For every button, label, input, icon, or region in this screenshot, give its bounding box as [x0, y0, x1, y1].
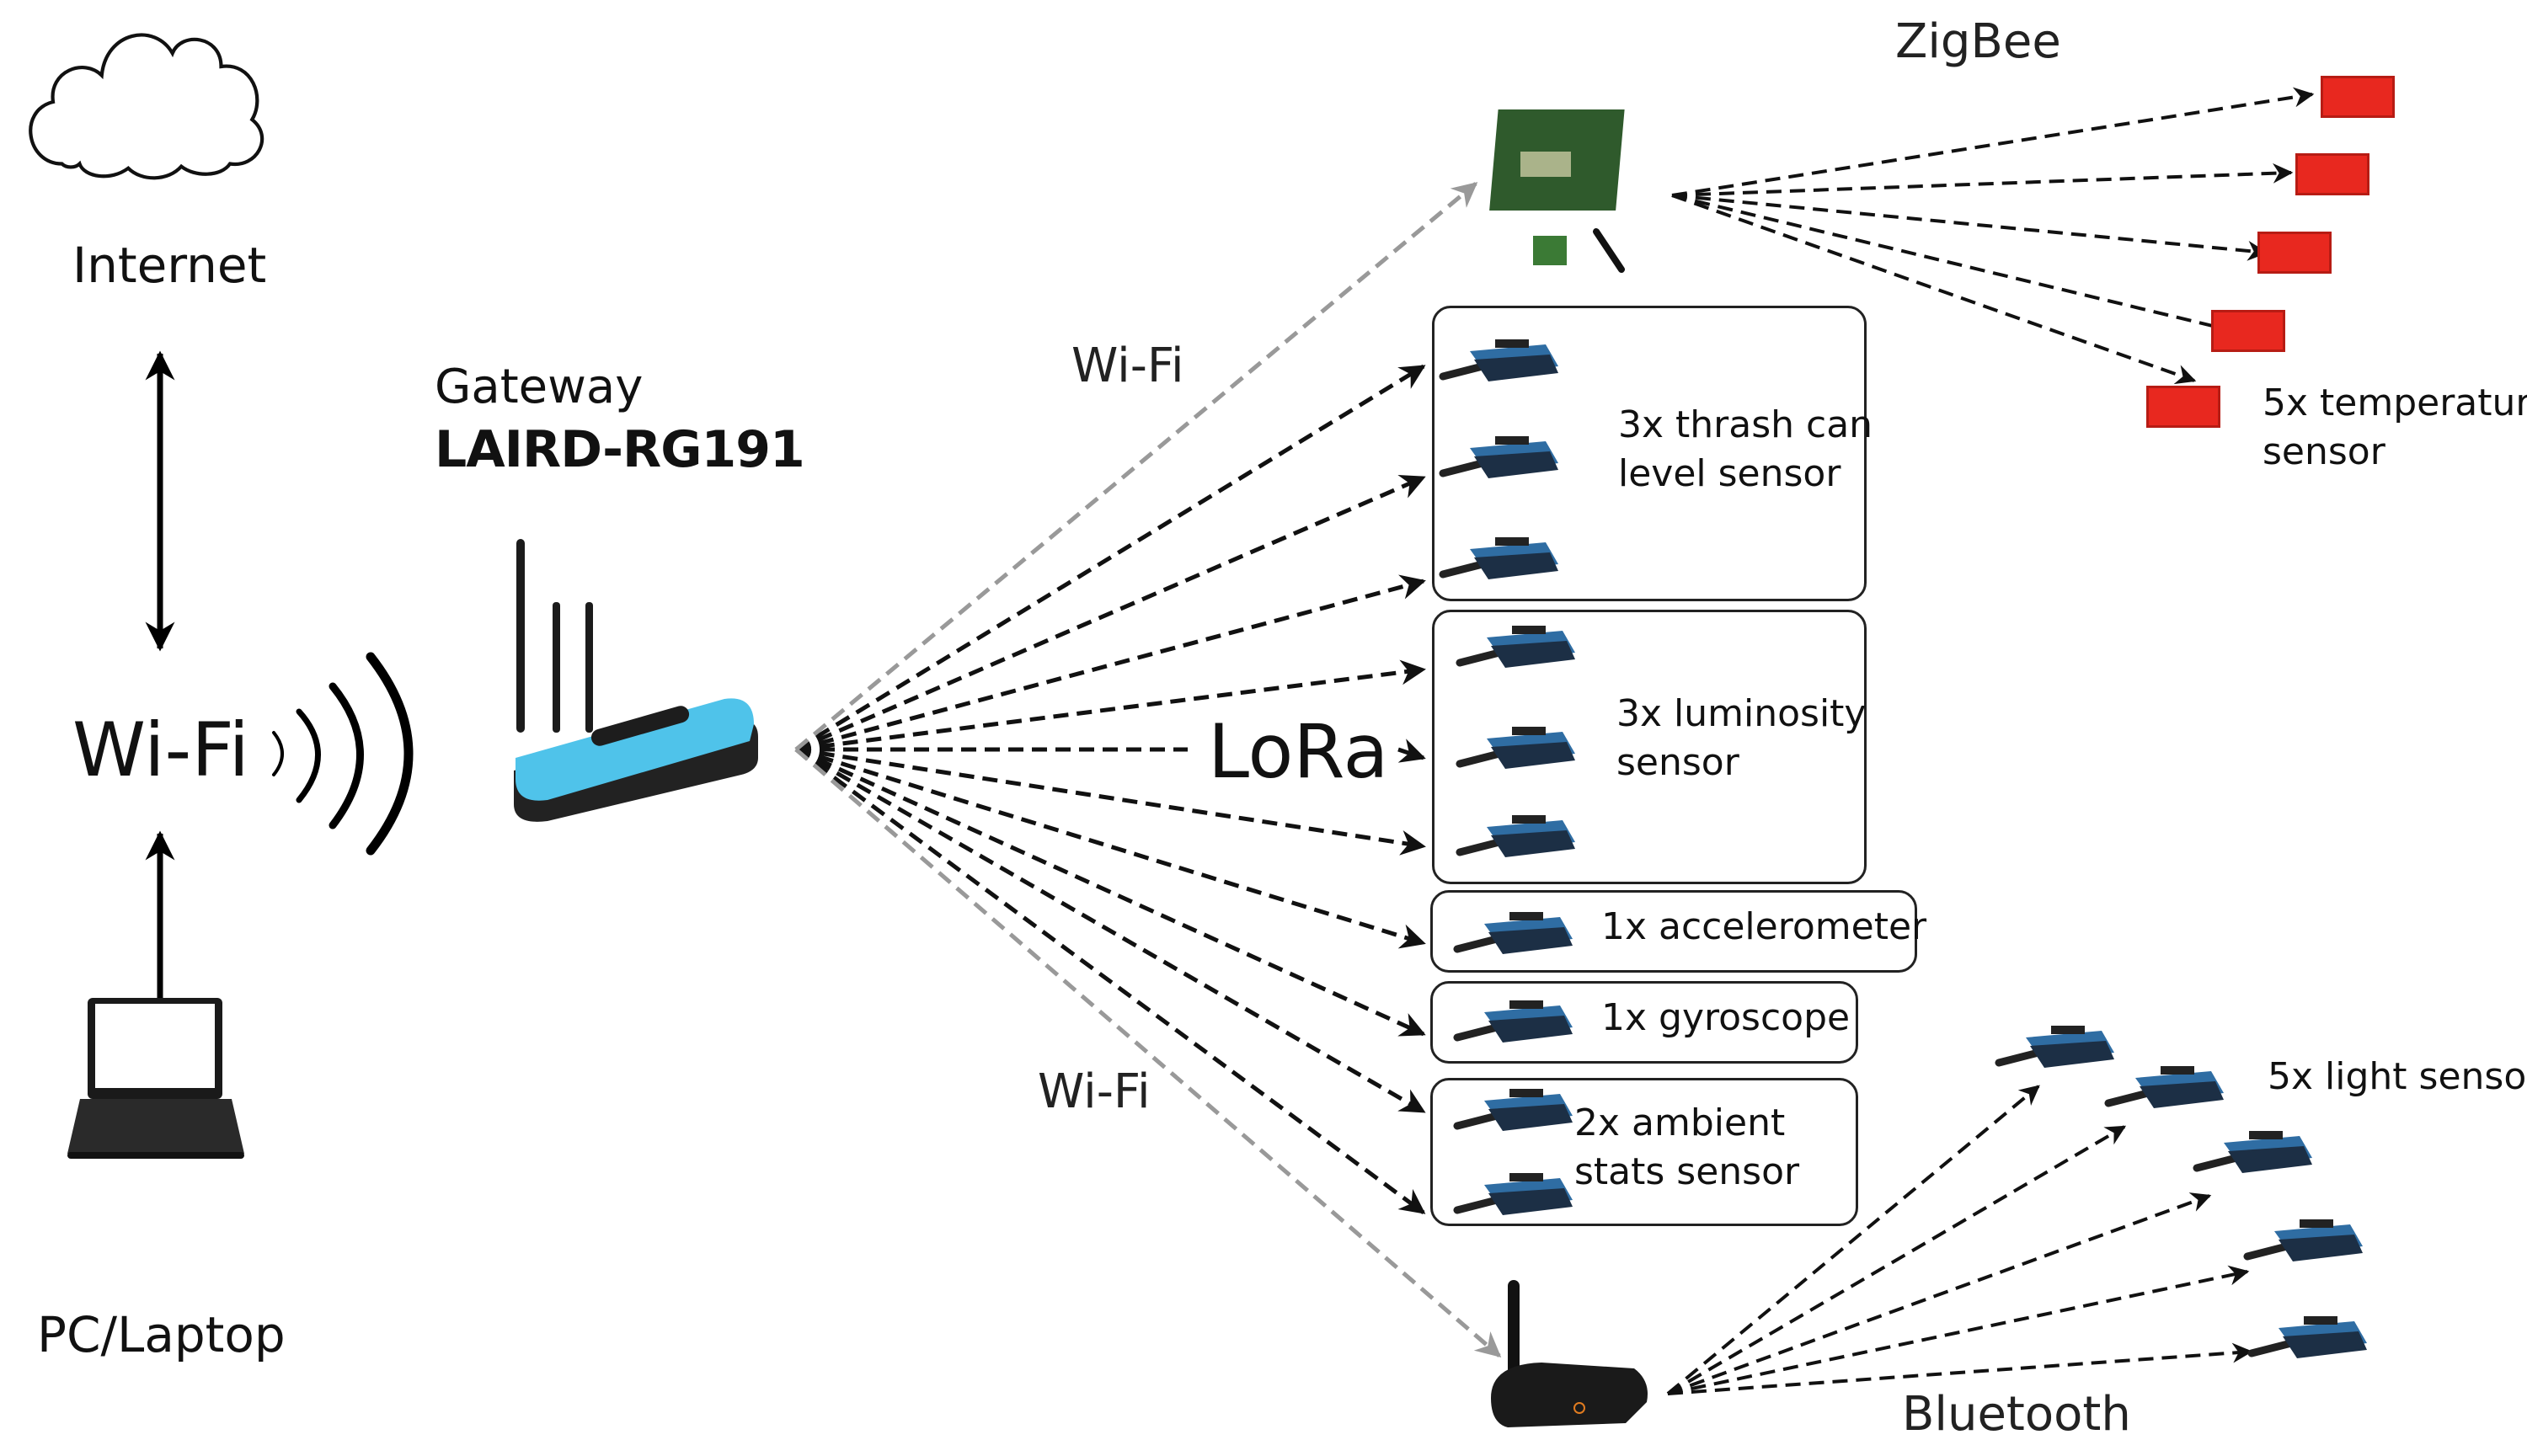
wifi-link-zigbee — [794, 182, 1478, 751]
cloud-icon — [29, 33, 264, 180]
lora-sensor-board-icon — [1436, 531, 1563, 589]
lora-sensor-board-icon — [1436, 333, 1563, 392]
bluetooth-light-sensor-icon — [2190, 1124, 2316, 1183]
lora-link — [795, 574, 1426, 752]
bluetooth-link — [1667, 1192, 2212, 1395]
lora-link-label: LoRa — [1203, 709, 1394, 794]
sensor-group-label-line2: level sensor — [1618, 452, 1841, 495]
bluetooth-label: Bluetooth — [1902, 1387, 2131, 1442]
generated-links — [794, 87, 2315, 1395]
wifi-hub-label: Wi-Fi — [72, 707, 249, 793]
temperature-sensor-label: 5x temperature sensor — [2263, 379, 2527, 477]
zigbee-label: ZigBee — [1895, 14, 2061, 69]
lora-link — [794, 747, 1426, 1037]
lora-sensor-board-icon — [1453, 808, 1579, 867]
sensor-group-label-line1: 3x thrash can — [1618, 403, 1873, 446]
sensor-group-label-line1: 2x ambient — [1574, 1101, 1786, 1144]
pc-laptop-label: PC/Laptop — [37, 1306, 286, 1363]
bluetooth-link — [1666, 1125, 2127, 1395]
sensor-group-label: 2x ambient stats sensor — [1574, 1099, 1799, 1197]
lora-sensor-board-icon — [1450, 1082, 1577, 1141]
laptop-icon — [67, 998, 244, 1159]
zigbee-link — [1671, 163, 2294, 197]
bluetooth-link — [1667, 1265, 2250, 1395]
zigbee-temperature-sensor-icon — [2146, 386, 2220, 428]
sensor-group-label: 1x gyroscope — [1601, 996, 1851, 1039]
bluetooth-hub-icon — [1491, 1280, 1648, 1427]
lora-link — [794, 364, 1426, 752]
zigbee-link — [1671, 194, 2268, 261]
zigbee-link — [1671, 194, 2197, 385]
bluetooth-light-sensor-icon — [2245, 1309, 2371, 1368]
bluetooth-light-sensor-icon — [2241, 1213, 2367, 1272]
sensor-group-label-line2: sensor — [1616, 741, 1739, 784]
lora-sensor-board-icon — [1436, 429, 1563, 488]
zigbee-link — [1671, 87, 2315, 197]
bluetooth-link — [1667, 1342, 2253, 1395]
lora-sensor-board-icon — [1453, 720, 1579, 779]
lora-link — [794, 747, 1426, 1114]
lora-sensor-board-icon — [1453, 619, 1579, 678]
lora-link — [795, 474, 1426, 752]
wifi-waves-icon — [272, 652, 414, 856]
zigbee-temperature-sensor-icon — [2295, 153, 2369, 195]
lora-link — [795, 747, 1426, 949]
sensor-group-label-line1: 3x luminosity — [1616, 692, 1867, 735]
temperature-sensor-label-line1: 5x temperature — [2263, 381, 2527, 424]
lora-link — [795, 747, 1426, 856]
zigbee-temperature-sensor-icon — [2257, 232, 2332, 274]
bluetooth-light-sensor-icon — [1992, 1019, 2118, 1078]
wifi-link-label-top: Wi-Fi — [1071, 339, 1184, 393]
sensor-group-label: 3x luminosity sensor — [1616, 690, 1866, 787]
sensor-group-label: 3x thrash can level sensor — [1618, 401, 1873, 499]
lora-sensor-board-icon — [1450, 1166, 1577, 1225]
zigbee-temperature-sensor-icon — [2211, 310, 2285, 352]
wifi-link-label-bottom: Wi-Fi — [1038, 1064, 1151, 1119]
wifi-link-bluetooth — [794, 748, 1502, 1357]
gateway-label: Gateway — [435, 360, 644, 414]
lora-sensor-board-icon — [1450, 994, 1577, 1053]
zigbee-link — [1671, 194, 2243, 339]
bluetooth-light-sensor-icon — [2102, 1059, 2228, 1118]
bluetooth-link — [1666, 1085, 2040, 1395]
temperature-sensor-label-line2: sensor — [2263, 430, 2385, 473]
router-icon — [514, 539, 758, 822]
dev-board-icon — [1489, 109, 1625, 273]
lora-link — [1397, 739, 1426, 763]
gateway-model-label: LAIRD-RG191 — [435, 420, 805, 479]
sensor-group-label-line2: stats sensor — [1574, 1150, 1800, 1193]
zigbee-temperature-sensor-icon — [2321, 76, 2395, 118]
internet-label: Internet — [72, 237, 267, 294]
light-sensor-label: 5x light sensor — [2268, 1055, 2527, 1098]
sensor-group-label: 1x accelerometer — [1601, 905, 1927, 948]
lora-link — [795, 659, 1426, 752]
lora-sensor-board-icon — [1450, 905, 1577, 964]
lora-link — [794, 747, 1426, 1215]
